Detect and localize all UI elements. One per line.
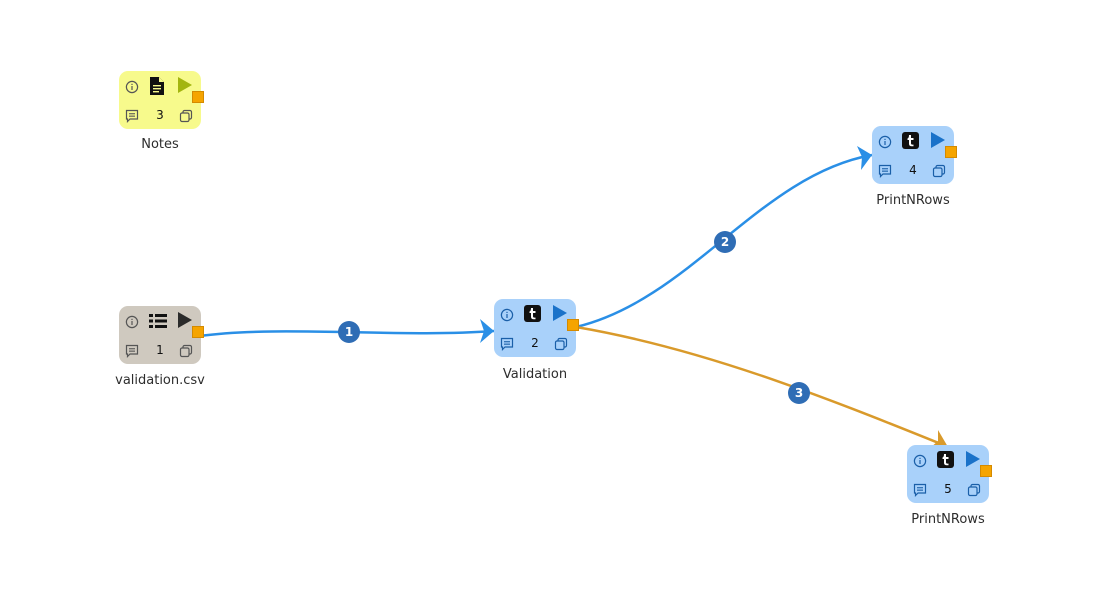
tumblr-t-icon bbox=[937, 451, 954, 468]
run-icon[interactable] bbox=[930, 131, 946, 149]
document-icon bbox=[150, 77, 164, 95]
edge-3-arrowhead bbox=[930, 430, 948, 448]
copy-icon[interactable] bbox=[179, 109, 193, 123]
node-id: 4 bbox=[909, 163, 917, 177]
edge-1-arrowhead bbox=[480, 319, 494, 343]
copy-icon[interactable] bbox=[179, 344, 193, 358]
node-printnrows-4[interactable]: 4 bbox=[872, 126, 957, 184]
run-icon[interactable] bbox=[552, 304, 568, 322]
comment-icon[interactable] bbox=[878, 164, 892, 178]
info-icon[interactable] bbox=[125, 80, 139, 94]
run-icon[interactable] bbox=[177, 311, 193, 329]
node-id: 5 bbox=[944, 482, 952, 496]
edge-1-badge[interactable]: 1 bbox=[338, 321, 360, 343]
edge-3-connector[interactable] bbox=[575, 325, 947, 448]
tumblr-t-icon bbox=[524, 305, 541, 322]
status-indicator bbox=[980, 465, 992, 477]
node-label-notes: Notes bbox=[141, 137, 179, 152]
node-id: 1 bbox=[156, 343, 164, 357]
info-icon[interactable] bbox=[125, 315, 139, 329]
status-indicator bbox=[945, 146, 957, 158]
node-label-printnrows-5: PrintNRows bbox=[911, 512, 985, 527]
copy-icon[interactable] bbox=[932, 164, 946, 178]
edge-2-arrowhead bbox=[857, 146, 872, 170]
copy-icon[interactable] bbox=[967, 483, 981, 497]
node-printnrows-5[interactable]: 5 bbox=[907, 445, 992, 503]
comment-icon[interactable] bbox=[913, 483, 927, 497]
node-notes[interactable]: 3 bbox=[119, 71, 204, 129]
info-icon[interactable] bbox=[878, 135, 892, 149]
status-indicator bbox=[192, 326, 204, 338]
copy-icon[interactable] bbox=[554, 337, 568, 351]
edge-2-badge[interactable]: 2 bbox=[714, 231, 736, 253]
status-indicator bbox=[192, 91, 204, 103]
run-icon[interactable] bbox=[965, 450, 981, 468]
info-icon[interactable] bbox=[500, 308, 514, 322]
node-id: 3 bbox=[156, 108, 164, 122]
tumblr-t-icon bbox=[902, 132, 919, 149]
node-label-validation: Validation bbox=[502, 367, 568, 382]
run-icon[interactable] bbox=[177, 76, 193, 94]
node-validation-csv[interactable]: 1 bbox=[119, 306, 204, 364]
comment-icon[interactable] bbox=[500, 337, 514, 351]
edge-3-badge[interactable]: 3 bbox=[788, 382, 810, 404]
node-id: 2 bbox=[531, 336, 539, 350]
node-label-printnrows-4: PrintNRows bbox=[876, 193, 950, 208]
status-indicator bbox=[567, 319, 579, 331]
comment-icon[interactable] bbox=[125, 109, 139, 123]
node-validation[interactable]: 2 bbox=[494, 299, 579, 357]
list-icon bbox=[149, 314, 167, 328]
info-icon[interactable] bbox=[913, 454, 927, 468]
node-label-validation-csv: validation.csv bbox=[115, 373, 205, 388]
comment-icon[interactable] bbox=[125, 344, 139, 358]
